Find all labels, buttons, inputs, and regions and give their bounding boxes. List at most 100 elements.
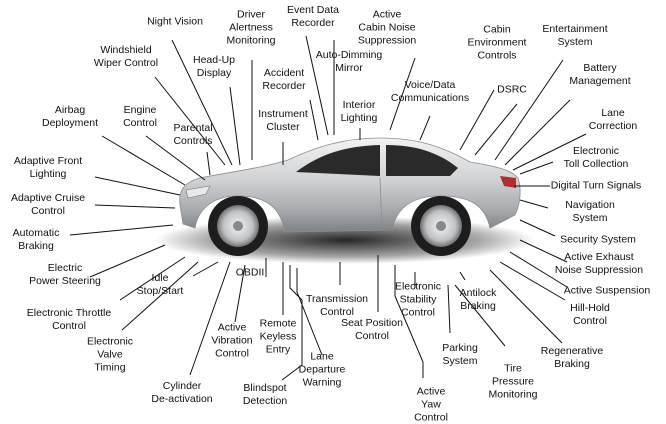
- leader-line-electronic-valve-timing: [121, 261, 199, 331]
- rear-wheel: [411, 196, 471, 256]
- label-line: De-activation: [151, 393, 213, 405]
- label-line: Cluster: [266, 121, 300, 133]
- leader-line-antilock-braking: [459, 271, 466, 281]
- leader-line-parental-controls: [206, 151, 211, 176]
- label-line: Windshield: [100, 44, 152, 56]
- label-line: Noise Suppression: [554, 264, 644, 276]
- label-line: Lane: [601, 107, 625, 119]
- label-line: Mirror: [335, 62, 363, 74]
- label-line: Valve: [97, 348, 123, 361]
- label-line: Interior: [342, 99, 376, 111]
- label-dsrc: DSRC: [497, 84, 527, 97]
- leader-line-parking-system: [447, 284, 451, 334]
- label-line: Electronic Throttle: [26, 307, 112, 319]
- leader-line-adaptive-cruise-control: [94, 204, 176, 209]
- label-line: Control: [215, 347, 249, 360]
- leader-line-head-up-display: [229, 86, 241, 166]
- label-line: Electronic: [86, 335, 134, 348]
- car-taillight: [500, 176, 516, 188]
- label-line: Display: [196, 67, 232, 79]
- label-security-system: Security System: [560, 234, 636, 247]
- label-line: Keyless: [259, 330, 297, 343]
- leader-line-windshield-wiper-control: [154, 76, 226, 166]
- label-line: Controls: [173, 135, 213, 147]
- label-line: Cabin: [483, 23, 511, 36]
- label-line: Stability: [399, 293, 437, 306]
- car-headlight: [185, 185, 211, 199]
- label-line: Monitoring: [488, 388, 538, 401]
- label-line: Instrument: [258, 108, 308, 120]
- label-line: Stop/Start: [136, 285, 184, 297]
- leader-line-event-data-recorder: [305, 35, 329, 136]
- leader-line-idle-stop-start: [192, 261, 219, 277]
- label-line: Toll Collection: [563, 158, 629, 170]
- leader-line-active-yaw-control: [394, 265, 424, 378]
- label-line: Automatic: [12, 227, 60, 239]
- label-line: OBDII: [235, 266, 265, 279]
- leader-line-entertainment-system: [494, 59, 564, 161]
- label-line: Monitoring: [226, 34, 276, 47]
- leader-line-adaptive-front-lighting: [94, 176, 181, 196]
- leader-line-engine-control: [145, 135, 206, 181]
- label-line: Lane: [310, 350, 334, 363]
- leader-line-security-system: [519, 219, 556, 237]
- label-line: Braking: [18, 240, 54, 252]
- label-line: Cylinder: [162, 380, 202, 392]
- label-line: Head-Up: [192, 54, 236, 66]
- label-line: Parental: [173, 122, 213, 134]
- label-line: Control: [320, 306, 354, 318]
- label-line: System: [442, 355, 478, 367]
- label-line: Idle: [151, 272, 169, 284]
- label-line: Suppression: [357, 34, 417, 47]
- label-line: Transmission: [305, 293, 369, 305]
- leader-line-tire-pressure-monitoring: [454, 284, 506, 347]
- leader-line-lane-departure-warning: [296, 268, 323, 356]
- label-line: Correction: [588, 120, 638, 132]
- label-line: Communications: [390, 92, 470, 104]
- label-line: Antilock: [459, 287, 497, 299]
- label-line: Pressure: [491, 375, 534, 388]
- label-line: Control: [31, 205, 65, 217]
- label-line: Alertness: [229, 21, 273, 34]
- label-digital-turn-signals: Digital Turn Signals: [551, 180, 641, 193]
- leader-line-hill-hold-control: [499, 261, 566, 301]
- label-line: Seat Position: [341, 317, 403, 329]
- label-line: Driver: [237, 8, 265, 21]
- leader-line-airbag-deployment: [101, 135, 186, 186]
- label-line: Cabin Noise: [358, 21, 416, 34]
- label-line: Adaptive Front: [13, 155, 83, 167]
- leader-line-active-exhaust-noise-suppression: [519, 239, 568, 263]
- label-line: Digital Turn Signals: [550, 179, 642, 192]
- label-line: Engine: [123, 104, 157, 116]
- label-line: Lighting: [29, 168, 67, 180]
- label-line: Deployment: [41, 117, 99, 129]
- leader-line-active-suspension: [509, 251, 568, 288]
- label-line: Hill-Hold: [570, 302, 610, 314]
- label-line: Control: [573, 315, 607, 327]
- label-line: Environment: [467, 36, 527, 49]
- leader-line-voice-data-communications: [419, 115, 431, 141]
- label-line: Adaptive Cruise: [10, 192, 86, 204]
